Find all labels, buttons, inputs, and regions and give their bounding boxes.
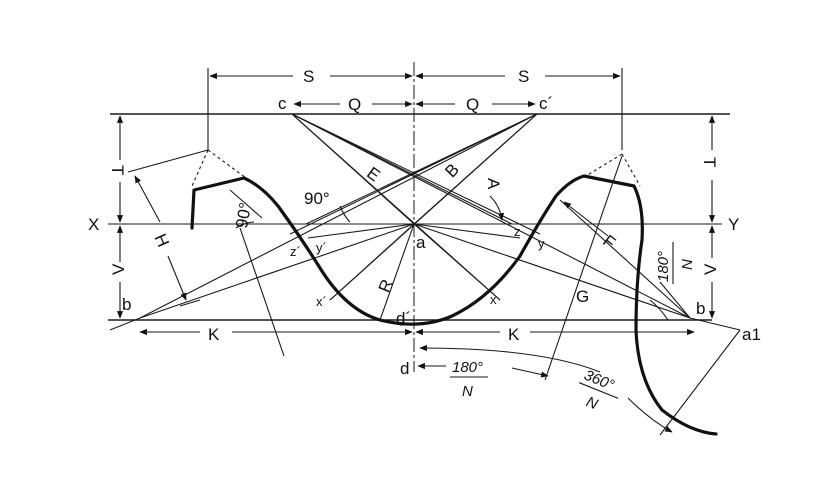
label-c-prime: c´ — [539, 94, 553, 113]
label-b: B — [441, 160, 463, 181]
dimension-lines — [108, 62, 730, 433]
dim-h-a — [134, 175, 161, 223]
label-r: R — [375, 277, 397, 296]
ray-a-xp — [329, 223, 415, 301]
label-b-right: b — [696, 299, 705, 318]
label-b-left: b — [122, 295, 131, 314]
frac-360-bar — [579, 382, 619, 399]
label-c: c — [278, 94, 287, 113]
label-x-point: x — [490, 292, 497, 307]
line-c-z — [291, 113, 513, 225]
label-q-left: Q — [348, 95, 361, 114]
frac-side-top: 180° — [655, 251, 672, 282]
label-t-right: T — [700, 157, 719, 167]
line-angle-right — [659, 281, 691, 319]
line-normal-left-top — [229, 189, 263, 219]
label-v-right: V — [701, 263, 720, 275]
line-cp-zp — [305, 113, 538, 225]
frac-180-top: 180° — [452, 359, 483, 376]
label-e: E — [363, 163, 383, 185]
dim-f-arrow — [563, 201, 609, 237]
label-t-left: T — [108, 165, 127, 175]
label-g: G — [576, 287, 589, 306]
label-d: d — [400, 359, 409, 378]
frac-side-bottom: N — [679, 259, 696, 270]
label-a1: a1 — [742, 325, 761, 344]
frac-side-group: 180° N — [655, 242, 696, 284]
label-k-right: K — [508, 325, 520, 344]
frac-360-group: 360° N — [579, 367, 619, 413]
label-k-left: K — [208, 325, 220, 344]
label-s-left: S — [303, 67, 314, 86]
ray-a-r — [379, 223, 415, 321]
line-a1-down — [659, 329, 741, 436]
label-s-right: S — [518, 67, 529, 86]
construction-lines — [109, 113, 741, 436]
arc-90-left — [235, 221, 255, 229]
tooth-outline — [190, 174, 718, 436]
label-y: Y — [728, 215, 739, 234]
arc-90-right — [339, 205, 351, 223]
dotted-left-tip-b — [191, 149, 209, 187]
line-f — [559, 199, 691, 319]
ext-h-top — [127, 149, 209, 173]
frac-360-bottom: N — [584, 393, 601, 413]
label-v-left: V — [109, 263, 128, 275]
label-a-angle: A — [484, 178, 503, 190]
line-g — [544, 155, 623, 381]
arc-angle-180n — [649, 299, 669, 321]
label-y-point: y — [538, 236, 545, 251]
frac-360-top: 360° — [581, 367, 616, 394]
dotted-left-tip-a — [207, 149, 247, 179]
line-normal-left — [239, 227, 285, 357]
line-cp-b-left — [139, 113, 538, 319]
label-x: X — [88, 215, 99, 234]
dim-h-b — [167, 255, 187, 301]
dotted-right-tip-a — [585, 153, 623, 177]
label-a: a — [416, 233, 426, 252]
ray-a-x — [413, 223, 501, 301]
dim-180n-b — [511, 367, 549, 378]
dim-360n-a — [419, 344, 601, 373]
line-c-b-right — [291, 113, 691, 319]
label-z-prime: z´ — [290, 244, 301, 259]
ext-h-bottom — [179, 299, 201, 307]
labels: S S Q Q c c´ T T V V X Y H E B A F G R K… — [88, 67, 761, 413]
ray-a-b-left — [139, 223, 415, 319]
dim-360n-b — [627, 397, 673, 433]
tooth-profile — [190, 174, 718, 436]
ray-a-b-right — [413, 223, 691, 319]
label-d-prime: d´ — [396, 309, 411, 328]
line-a1 — [689, 317, 741, 331]
label-z-point: z — [514, 224, 521, 239]
ray-a-z — [413, 223, 521, 239]
label-x-prime: x´ — [316, 294, 327, 309]
ray-a-zp — [307, 223, 415, 239]
label-angle-90-b: 90° — [232, 201, 255, 230]
label-angle-90-a: 90° — [304, 189, 330, 208]
frac-180-bottom: N — [462, 383, 473, 400]
line-b-left-ext — [109, 317, 141, 331]
dotted-right-tip-b — [621, 153, 641, 187]
label-y-prime: y´ — [316, 240, 327, 255]
label-f: F — [599, 231, 619, 252]
label-q-right: Q — [466, 95, 479, 114]
label-h: H — [150, 231, 172, 250]
arc-angle-a — [489, 195, 505, 221]
